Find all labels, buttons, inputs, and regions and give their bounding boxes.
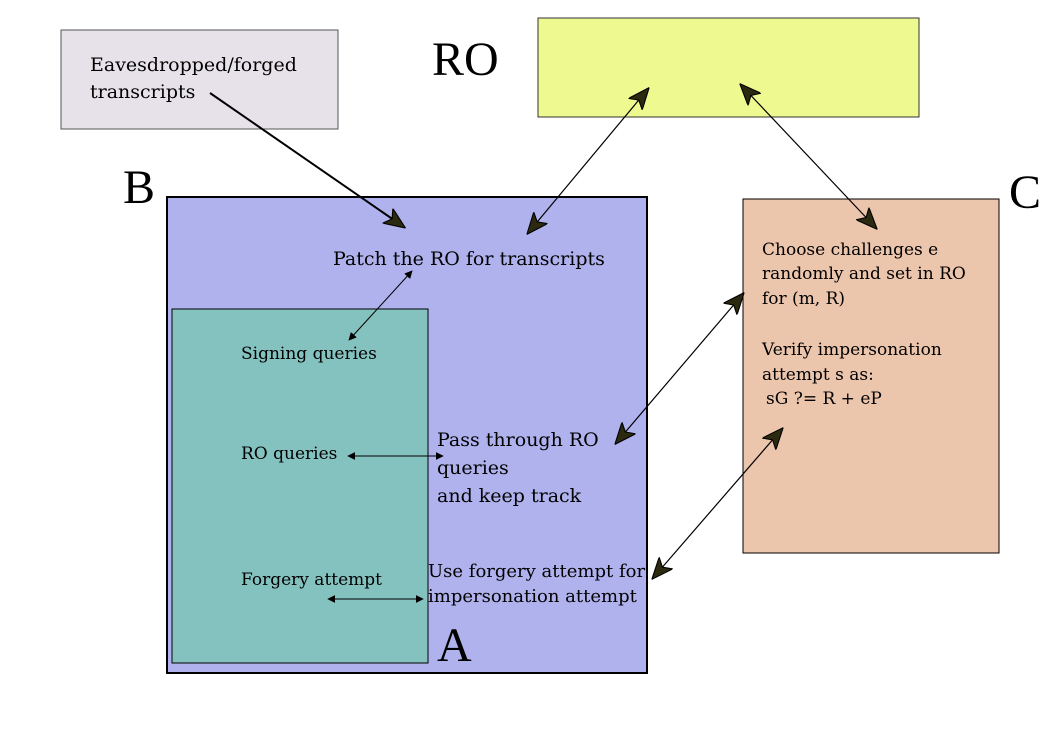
ro-queries-text: RO queries [241,444,337,464]
patch-signing-arrow [348,270,413,341]
pass-challenger-arrow [616,294,743,443]
forgery-attempt-text: Forgery attempt [241,570,382,590]
transcripts-box [60,29,339,130]
pass-through-text-line2: queries [437,457,509,479]
challenger-text-line2: randomly and set in RO [762,264,966,284]
challenger-text-line6: sG ?= R + eP [766,389,882,409]
use-forgery-text-line1: Use forgery attempt for [428,561,645,582]
a-label: A [437,619,472,672]
transcripts-label-line2: transcripts [90,81,195,103]
transcripts-label-line1: Eavesdropped/forged [90,54,297,76]
patch-ro-text: Patch the RO for transcripts [333,248,605,270]
challenger-text-line5: attempt s as: [762,365,874,385]
transcripts-to-patch-arrow [209,92,404,227]
c-label: C [1009,166,1041,219]
ro-label: RO [432,33,499,86]
signing-queries-text: Signing queries [241,344,377,364]
use-forgery-text-line2: impersonation attempt [428,586,638,607]
use-challenger-arrow [653,429,782,578]
challenger-text-line1: Choose challenges e [762,240,938,260]
patch-ro-arrow [528,89,648,233]
pass-through-text-line1: Pass through RO [437,429,599,451]
pass-through-text-line3: and keep track [437,485,582,507]
ro-box [537,17,920,118]
b-label: B [123,161,155,214]
ro-challenger-arrow [741,85,876,228]
challenger-text-line3: for (m, R) [762,289,845,309]
challenger-text-line4: Verify impersonation [761,340,942,360]
adversary-box [171,308,429,664]
